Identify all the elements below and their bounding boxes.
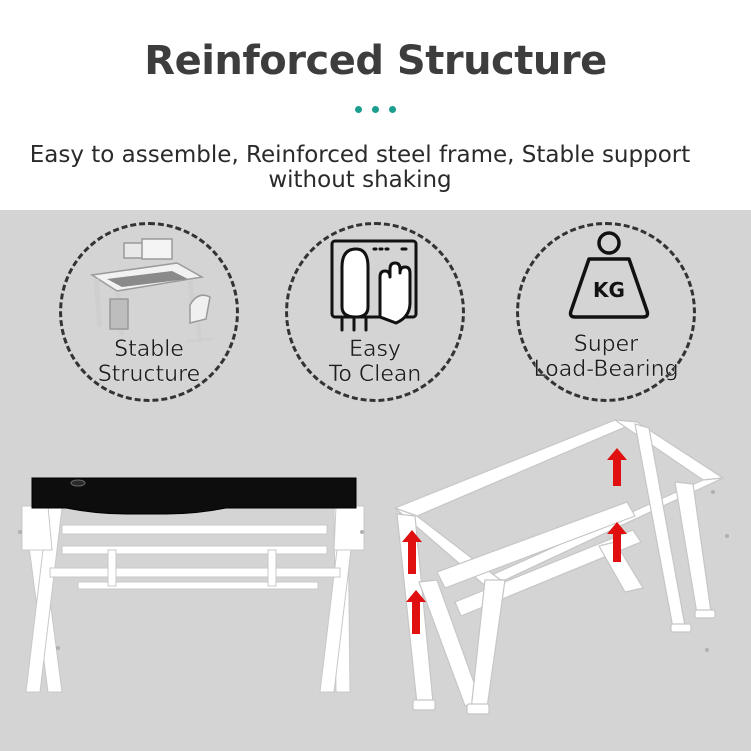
arrow-up-icon	[402, 530, 422, 574]
feature-label: Easy To Clean	[328, 337, 422, 387]
header-section: Reinforced Structure Easy to assemble, R…	[0, 0, 751, 210]
feature-easy-to-clean: Easy To Clean	[285, 222, 465, 402]
dot-icon	[372, 106, 379, 113]
page-title: Reinforced Structure	[144, 38, 607, 84]
dot-icon	[389, 106, 396, 113]
desk-frame-perspective	[394, 419, 729, 715]
desk-setup-icon	[89, 238, 213, 343]
arrow-up-icon	[607, 448, 627, 486]
kg-weight-icon: KG	[568, 231, 650, 319]
subtitle: Easy to assemble, Reinforced steel frame…	[0, 143, 720, 193]
title-wrap: Reinforced Structure	[0, 38, 751, 84]
feature-label: Super Load-Bearing	[533, 332, 679, 382]
support-arrows	[402, 448, 627, 634]
decorative-dots	[355, 106, 405, 114]
title-highlight: Reinforced	[144, 38, 384, 84]
svg-text:KG: KG	[593, 278, 625, 302]
hand-cleaning-icon	[330, 239, 418, 332]
arrow-up-icon	[607, 522, 627, 562]
feature-super-load-bearing: KG Super Load-Bearing	[516, 222, 696, 402]
desk-front-view	[18, 477, 365, 693]
feature-label: Stable Structure	[97, 337, 201, 387]
feature-stable-structure: Stable Structure	[59, 222, 239, 402]
subtitle-line-2: without shaking	[268, 167, 452, 193]
dot-icon	[355, 106, 362, 113]
arrow-up-icon	[406, 590, 426, 634]
subtitle-line-1: Easy to assemble, Reinforced steel frame…	[29, 142, 691, 168]
title-rest: Structure	[396, 38, 607, 84]
